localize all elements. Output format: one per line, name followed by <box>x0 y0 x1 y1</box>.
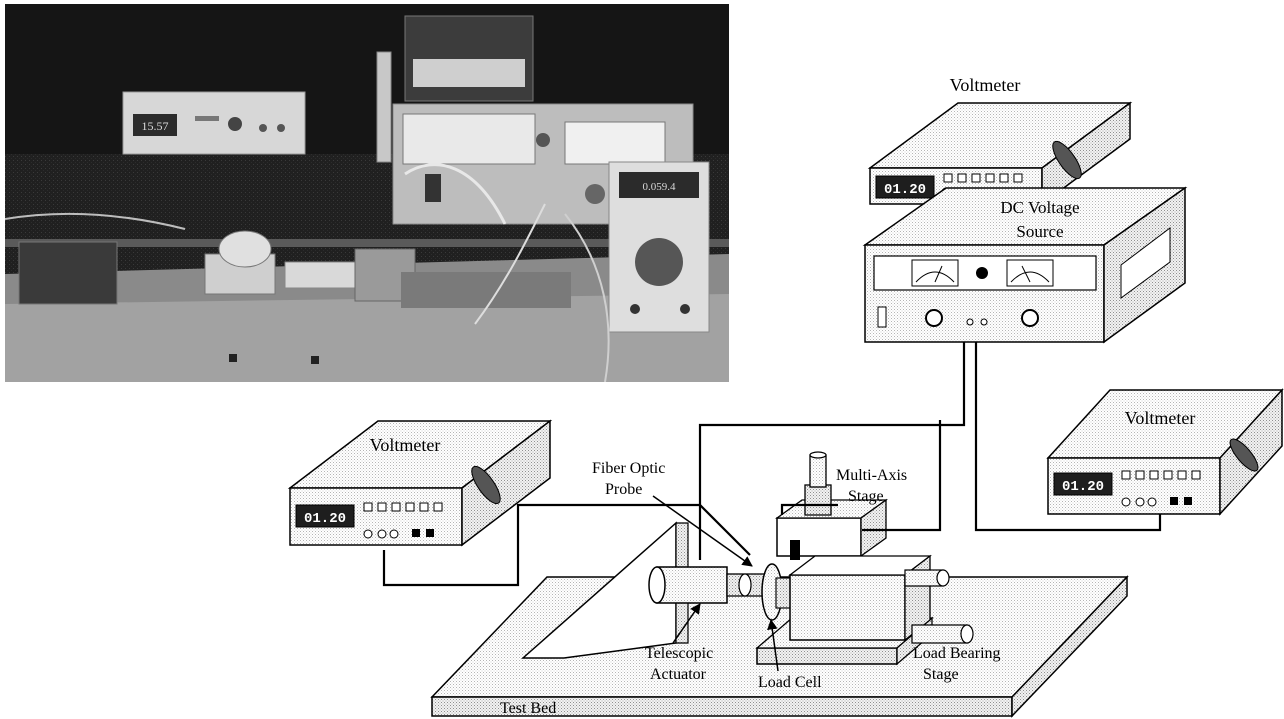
dc-source-title-line2: Source <box>1016 222 1063 241</box>
load-cell-label: Load Cell <box>758 674 822 691</box>
dc-voltage-source: DC Voltage Source <box>865 188 1185 342</box>
multi-axis-stage-label-line1: Multi-Axis <box>836 467 907 484</box>
voltmeter-right-title: Voltmeter <box>1125 408 1196 428</box>
load-bearing-stage-label-line1: Load Bearing <box>913 645 1001 662</box>
voltmeter-top-display: 01.20 <box>884 182 926 198</box>
voltmeter-top: Voltmeter 01.20 <box>870 75 1130 204</box>
telescopic-actuator-label-line2: Actuator <box>650 666 707 683</box>
voltmeter-left-title: Voltmeter <box>370 435 441 455</box>
load-bearing-stage-label-line2: Stage <box>923 666 959 683</box>
voltmeter-left-display: 01.20 <box>304 511 346 527</box>
voltmeter-top-title: Voltmeter <box>950 75 1021 95</box>
multi-axis-stage-label-line2: Stage <box>848 488 884 505</box>
voltmeter-right: Voltmeter 01.20 <box>1048 390 1282 514</box>
fiber-optic-probe-label-line1: Fiber Optic <box>592 460 665 477</box>
test-bed-label: Test Bed <box>500 700 556 717</box>
voltmeter-right-display: 01.20 <box>1062 479 1104 495</box>
dc-source-title-line1: DC Voltage <box>1000 198 1079 217</box>
fiber-optic-probe-label-line2: Probe <box>605 481 642 498</box>
telescopic-actuator-label-line1: Telescopic <box>645 645 713 662</box>
voltmeter-left: Voltmeter 01.20 <box>290 421 550 545</box>
